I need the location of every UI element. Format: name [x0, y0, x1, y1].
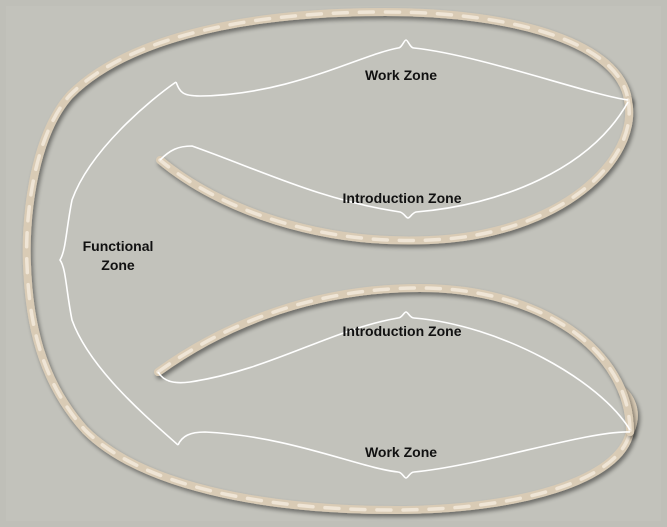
label-introduction-zone-bottom: Introduction Zone	[343, 323, 462, 339]
label-work-zone-bottom: Work Zone	[365, 444, 437, 460]
label-introduction-zone-top: Introduction Zone	[343, 190, 462, 206]
label-functional-zone-line2: Zone	[101, 257, 135, 273]
label-functional-zone-line1: Functional	[83, 238, 154, 254]
label-work-zone-top: Work Zone	[365, 67, 437, 83]
